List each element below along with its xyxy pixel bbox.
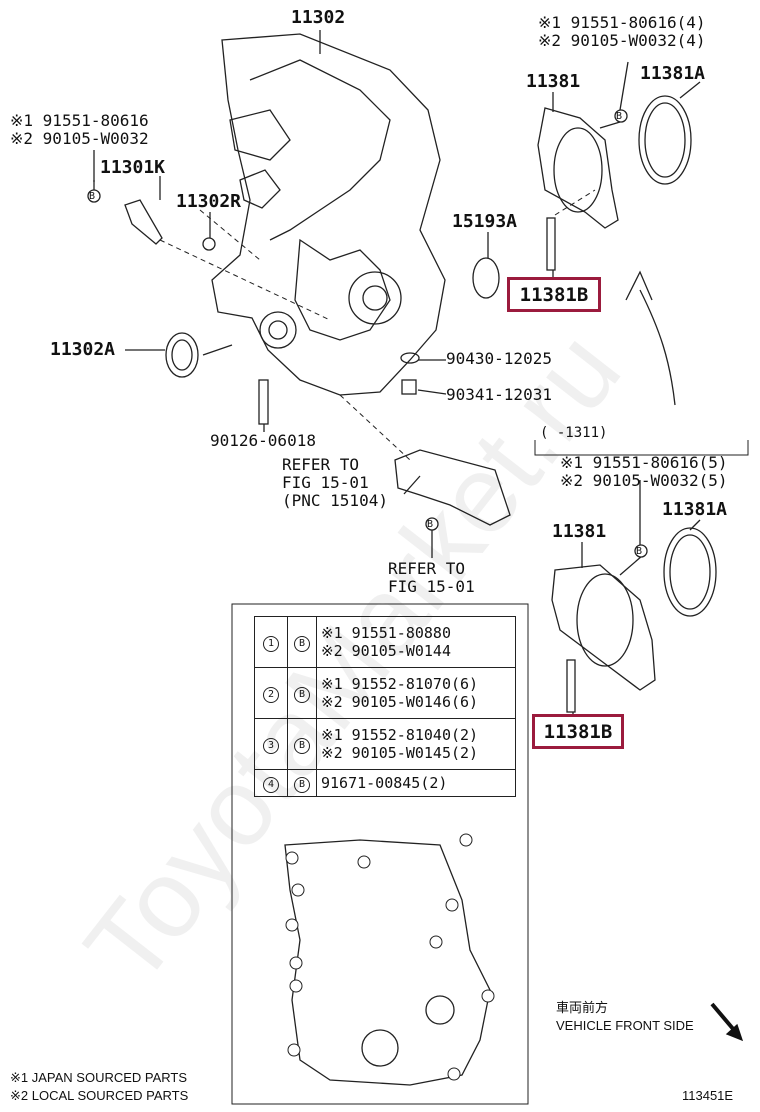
legend-line-1: ※1 91552-81070(6) — [321, 675, 479, 693]
ring-15193a-shape — [472, 257, 500, 299]
label-11302r: 11302R — [176, 191, 242, 212]
label-11381-bottom: 11381 — [552, 521, 607, 542]
inset-callouts — [285, 833, 495, 1081]
legend-number: 4 — [263, 777, 279, 793]
front-side-en: VEHICLE FRONT SIDE — [556, 1018, 694, 1033]
label-90126: 90126-06018 — [210, 431, 316, 450]
retainer-top-shape — [537, 107, 619, 229]
legend-line-1: 91671-00845(2) — [321, 774, 448, 792]
callout-b-icon: B — [294, 777, 310, 793]
legend-line-1: ※1 91551-80880 — [321, 624, 451, 642]
bolt-11301k-shape — [124, 199, 163, 245]
vehicle-front-arrow-shape — [710, 1002, 736, 1032]
reference-arrow-shape — [639, 289, 676, 406]
callout-b-icon: B — [294, 636, 310, 652]
left-note-2: ※2 90105-W0032 — [10, 129, 149, 148]
inset-cover-shape — [284, 839, 491, 1086]
oil-seal-top-shape — [638, 95, 692, 185]
label-11381b-bottom: 11381B — [532, 714, 624, 749]
label-90341: 90341-12031 — [446, 385, 552, 404]
seal-11302a-shape — [165, 332, 199, 378]
refer-1-line-2: FIG 15-01 — [282, 473, 369, 492]
callout-b-4: B — [636, 546, 643, 557]
label-15193a: 15193A — [452, 211, 518, 232]
figure-code: 113451E — [682, 1088, 734, 1103]
legend-line-2: ※2 90105-W0145(2) — [321, 744, 479, 762]
bottom-note-1: ※1 91551-80616(5) — [560, 453, 728, 472]
label-11301k: 11301K — [100, 157, 166, 178]
callout-b-icon: B — [294, 687, 310, 703]
label-11302: 11302 — [291, 7, 346, 28]
callout-b-icon: B — [294, 738, 310, 754]
top-note-1: ※1 91551-80616(4) — [538, 13, 706, 32]
footnote-japan: ※1 JAPAN SOURCED PARTS — [10, 1070, 188, 1085]
legend-number: 1 — [263, 636, 279, 652]
legend-line-1: ※1 91552-81040(2) — [321, 726, 479, 744]
callout-b-2: B — [616, 111, 623, 122]
top-note-2: ※2 90105-W0032(4) — [538, 31, 706, 50]
left-note-1: ※1 91551-80616 — [10, 111, 149, 130]
legend-number: 3 — [263, 738, 279, 754]
label-11381a-bottom: 11381A — [662, 499, 728, 520]
front-side-jp: 車両前方 — [556, 1000, 609, 1015]
timing-cover-shape — [211, 33, 446, 396]
label-11302a: 11302A — [50, 339, 116, 360]
bracket-range: ( -1311) — [540, 425, 608, 441]
retainer-bottom-shape — [551, 564, 656, 691]
footnote-local: ※2 LOCAL SOURCED PARTS — [10, 1088, 189, 1103]
callout-b-1: B — [89, 191, 96, 202]
legend-line-2: ※2 90105-W0144 — [321, 642, 451, 660]
legend-number: 2 — [263, 687, 279, 703]
refer-2-line-2: FIG 15-01 — [388, 577, 475, 596]
bottom-note-2: ※2 90105-W0032(5) — [560, 471, 728, 490]
legend-line-2: ※2 90105-W0146(6) — [321, 693, 479, 711]
label-11381a-top: 11381A — [640, 63, 706, 84]
label-11381-top: 11381 — [526, 71, 581, 92]
label-90430: 90430-12025 — [446, 349, 552, 368]
refer-1-line-3: (PNC 15104) — [282, 491, 388, 510]
refer-1-line-1: REFER TO — [282, 455, 360, 474]
callout-b-3: B — [427, 519, 434, 530]
refer-2-line-1: REFER TO — [388, 559, 466, 578]
label-11381b-top: 11381B — [507, 277, 601, 312]
oil-seal-bottom-shape — [663, 527, 717, 617]
oil-strainer-shape — [394, 449, 511, 526]
